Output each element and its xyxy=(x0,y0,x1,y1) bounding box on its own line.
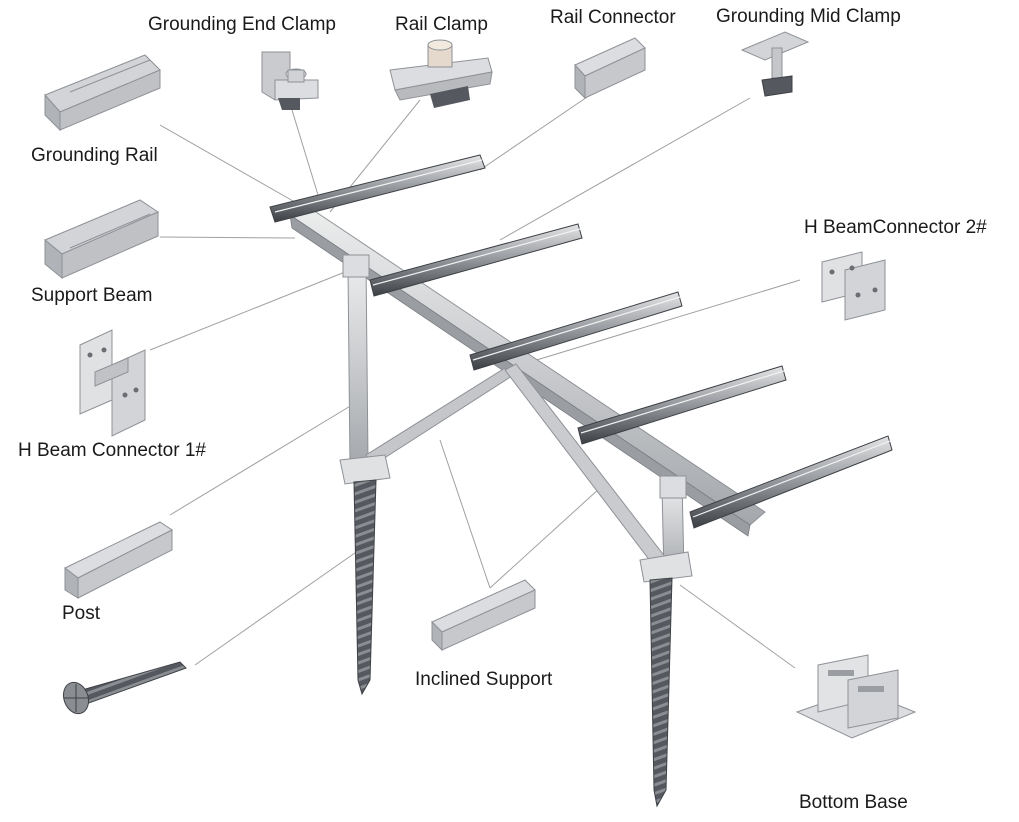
rail-2 xyxy=(369,223,583,297)
ground-screw-left xyxy=(353,479,377,696)
support-beam-part xyxy=(44,199,160,280)
inclined-support-left xyxy=(365,367,513,467)
label-h-beam-connector-1: H Beam Connector 1# xyxy=(18,440,206,461)
h-beam-connector-top-left xyxy=(342,254,370,278)
leader-lines xyxy=(149,94,801,669)
leader-support-beam xyxy=(159,236,296,239)
rail-4 xyxy=(577,365,787,445)
post-part xyxy=(64,521,173,599)
label-rail-connector: Rail Connector xyxy=(550,7,676,28)
inclined-support-part xyxy=(431,579,536,652)
leader-bottom-base xyxy=(679,584,796,669)
label-rail-clamp: Rail Clamp xyxy=(395,14,488,35)
rail-3 xyxy=(469,291,683,371)
main-assembly xyxy=(269,154,893,808)
label-bottom-base: Bottom Base xyxy=(799,792,908,813)
leader-inclined-support-b xyxy=(489,487,601,589)
rail-5 xyxy=(689,435,893,529)
post-left xyxy=(347,261,369,467)
grounding-rail-part xyxy=(44,54,161,132)
leader-grounding-mid-clamp xyxy=(499,97,751,241)
ground-screw-right xyxy=(649,577,673,808)
label-inclined-support: Inclined Support xyxy=(415,669,553,690)
bottom-base-part xyxy=(795,654,917,739)
bottom-base-left xyxy=(339,454,391,485)
label-h-beam-connector-2: H BeamConnector 2# xyxy=(804,217,987,238)
rail-connector-part xyxy=(574,37,646,100)
label-grounding-mid-clamp: Grounding Mid Clamp xyxy=(716,6,901,27)
ground-screw-part xyxy=(62,661,187,715)
rail-1 xyxy=(269,154,486,223)
label-grounding-rail: Grounding Rail xyxy=(31,145,158,166)
leader-h-beam-connector-1 xyxy=(149,269,351,351)
leader-ground-screw xyxy=(194,547,363,666)
h-beam-connector-2-part xyxy=(821,251,886,321)
rail-clamp-part xyxy=(389,39,493,108)
leader-post xyxy=(169,404,353,516)
leader-grounding-end-clamp xyxy=(291,109,319,196)
label-grounding-end-clamp: Grounding End Clamp xyxy=(148,14,336,35)
leader-rail-connector xyxy=(479,94,591,171)
h-beam-connector-1-part xyxy=(79,329,146,437)
leader-h-beam-connector-2 xyxy=(529,279,801,363)
leader-inclined-support-a xyxy=(439,439,491,589)
label-support-beam: Support Beam xyxy=(31,285,153,306)
grounding-mid-clamp-part xyxy=(740,31,810,97)
leader-grounding-rail xyxy=(159,124,301,206)
grounding-end-clamp-part xyxy=(261,51,319,110)
h-beam-connector-top-right xyxy=(659,475,687,499)
bottom-base-right xyxy=(639,551,693,583)
label-post: Post xyxy=(62,603,101,624)
